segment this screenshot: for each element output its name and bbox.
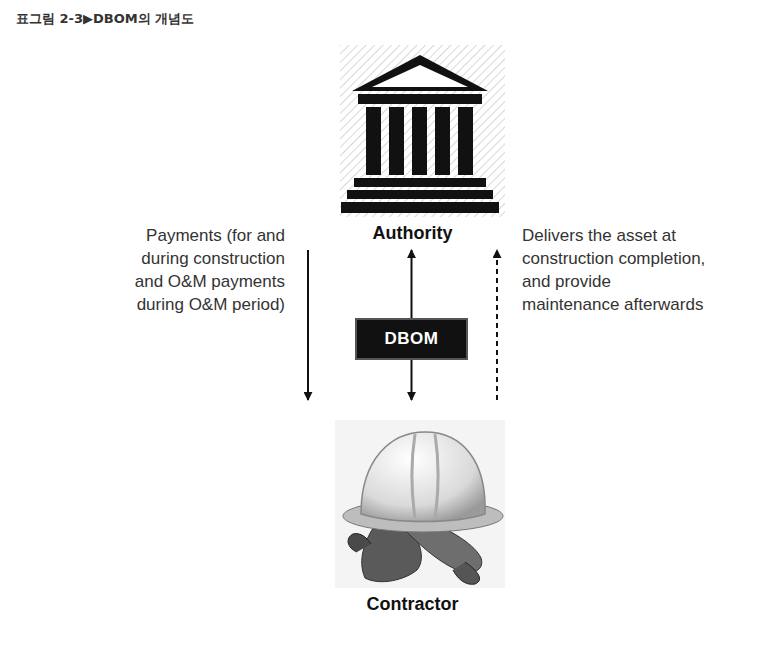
building-step (347, 190, 493, 199)
node-label: DBOM (385, 329, 439, 349)
building-column (435, 107, 450, 175)
building-beam (358, 94, 482, 104)
arrow-connector (307, 250, 309, 400)
photo-background (335, 420, 505, 588)
helmet-ridge (412, 434, 438, 518)
building-roof (352, 55, 488, 91)
figure-title: 표그림 2-3▶DBOM의 개념도 (16, 10, 194, 28)
helmet-dome (361, 432, 485, 522)
arrow-connector (411, 250, 413, 318)
building-column (458, 107, 473, 175)
glove-finger (348, 534, 371, 552)
node-label: Contractor (305, 594, 520, 615)
edge-label: Payments (for and during construction an… (113, 224, 285, 316)
building-step (341, 202, 499, 213)
building-column (389, 107, 404, 175)
dbom-box: DBOM (355, 318, 468, 360)
glove-finger (453, 562, 480, 584)
dashed-arrow (496, 250, 498, 400)
authority-building-icon (340, 45, 505, 217)
edge-label: Delivers the asset at construction compl… (522, 224, 712, 316)
hatch-background (340, 45, 505, 217)
building-column (412, 107, 427, 175)
arrow-connector (411, 360, 413, 400)
authority-node: Authority (305, 45, 520, 250)
building-column (366, 107, 381, 175)
node-label: Authority (305, 223, 520, 244)
contractor-node: Contractor (305, 400, 520, 620)
contractor-helmet-icon (335, 420, 505, 588)
roof-inner (372, 65, 468, 87)
building-step (354, 178, 486, 187)
